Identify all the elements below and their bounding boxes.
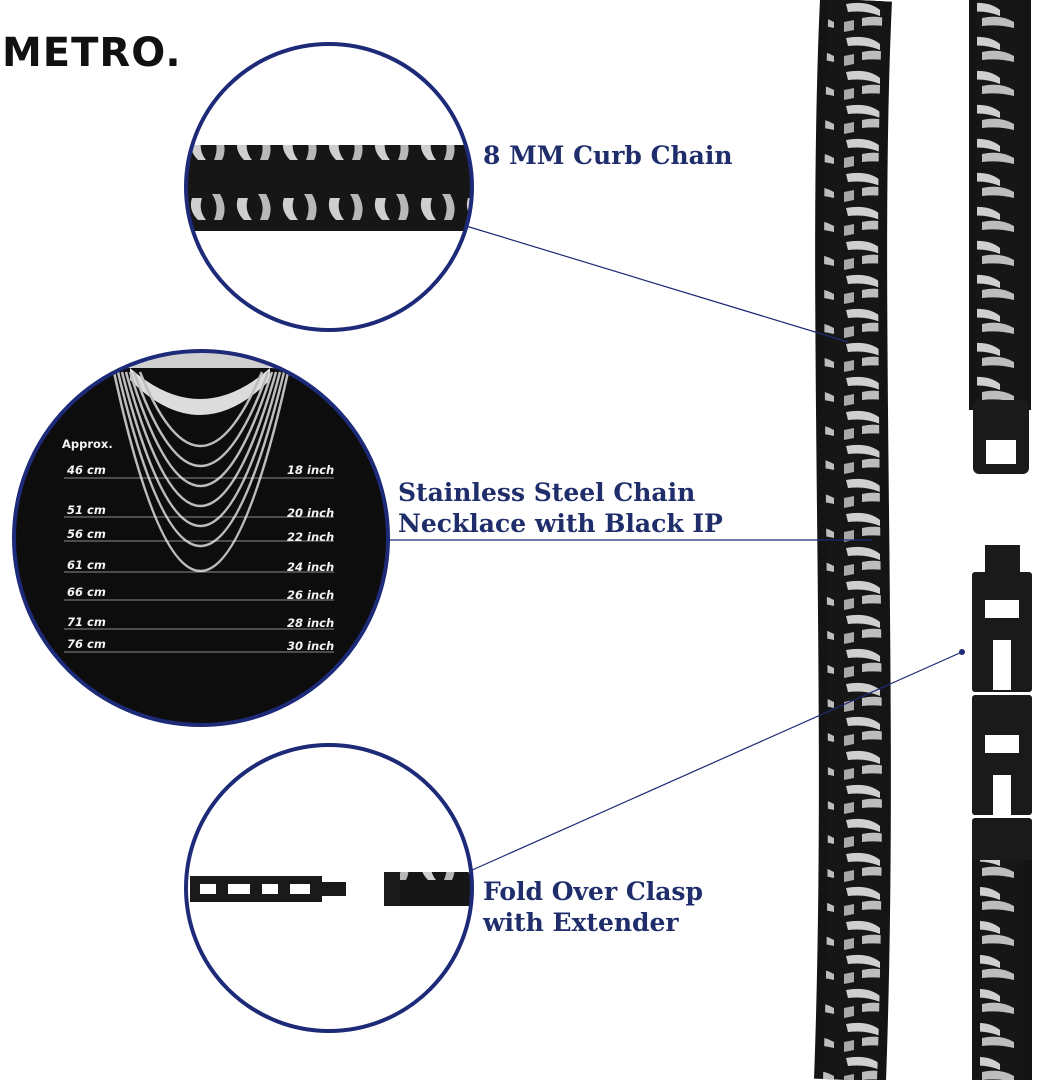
size-cm: 76 cm	[67, 637, 106, 651]
clasp-zoom	[186, 745, 472, 1031]
caption-curb-text: 8 MM Curb Chain	[483, 141, 733, 170]
caption-necklace-line2: Necklace with Black IP	[398, 509, 723, 538]
zoom-circle-clasp	[184, 743, 474, 1033]
zoom-circle-curb	[184, 42, 474, 332]
size-cm: 51 cm	[67, 503, 106, 517]
size-chart-header: Approx.	[62, 437, 113, 451]
main-chain-image	[814, 0, 892, 1080]
size-chart-photo	[14, 351, 388, 725]
size-inch: 24 inch	[287, 560, 335, 574]
clasp-chain-image	[969, 0, 1032, 1080]
pointer-line-curb	[465, 225, 849, 343]
size-inch: 20 inch	[287, 506, 335, 520]
size-cm: 71 cm	[67, 615, 106, 629]
size-inch: 18 inch	[287, 463, 335, 477]
caption-curb-chain: 8 MM Curb Chain	[483, 140, 733, 171]
curb-chain-zoom	[186, 44, 472, 330]
size-cm: 56 cm	[67, 527, 106, 541]
caption-necklace: Stainless Steel Chain Necklace with Blac…	[398, 477, 723, 539]
caption-clasp: Fold Over Clasp with Extender	[483, 876, 703, 938]
size-inch: 26 inch	[287, 588, 335, 602]
size-cm: 61 cm	[67, 558, 106, 572]
brand-logo: METRO.	[2, 30, 182, 76]
size-inch: 30 inch	[287, 639, 335, 653]
pointer-dot	[959, 649, 965, 655]
zoom-circle-size-chart	[12, 349, 390, 727]
size-cm: 46 cm	[67, 463, 106, 477]
caption-clasp-line2: with Extender	[483, 908, 679, 937]
size-inch: 22 inch	[287, 530, 335, 544]
pointer-line-clasp	[469, 651, 963, 872]
size-cm: 66 cm	[67, 585, 106, 599]
caption-necklace-line1: Stainless Steel Chain	[398, 478, 696, 507]
caption-clasp-line1: Fold Over Clasp	[483, 877, 703, 906]
size-inch: 28 inch	[287, 616, 335, 630]
